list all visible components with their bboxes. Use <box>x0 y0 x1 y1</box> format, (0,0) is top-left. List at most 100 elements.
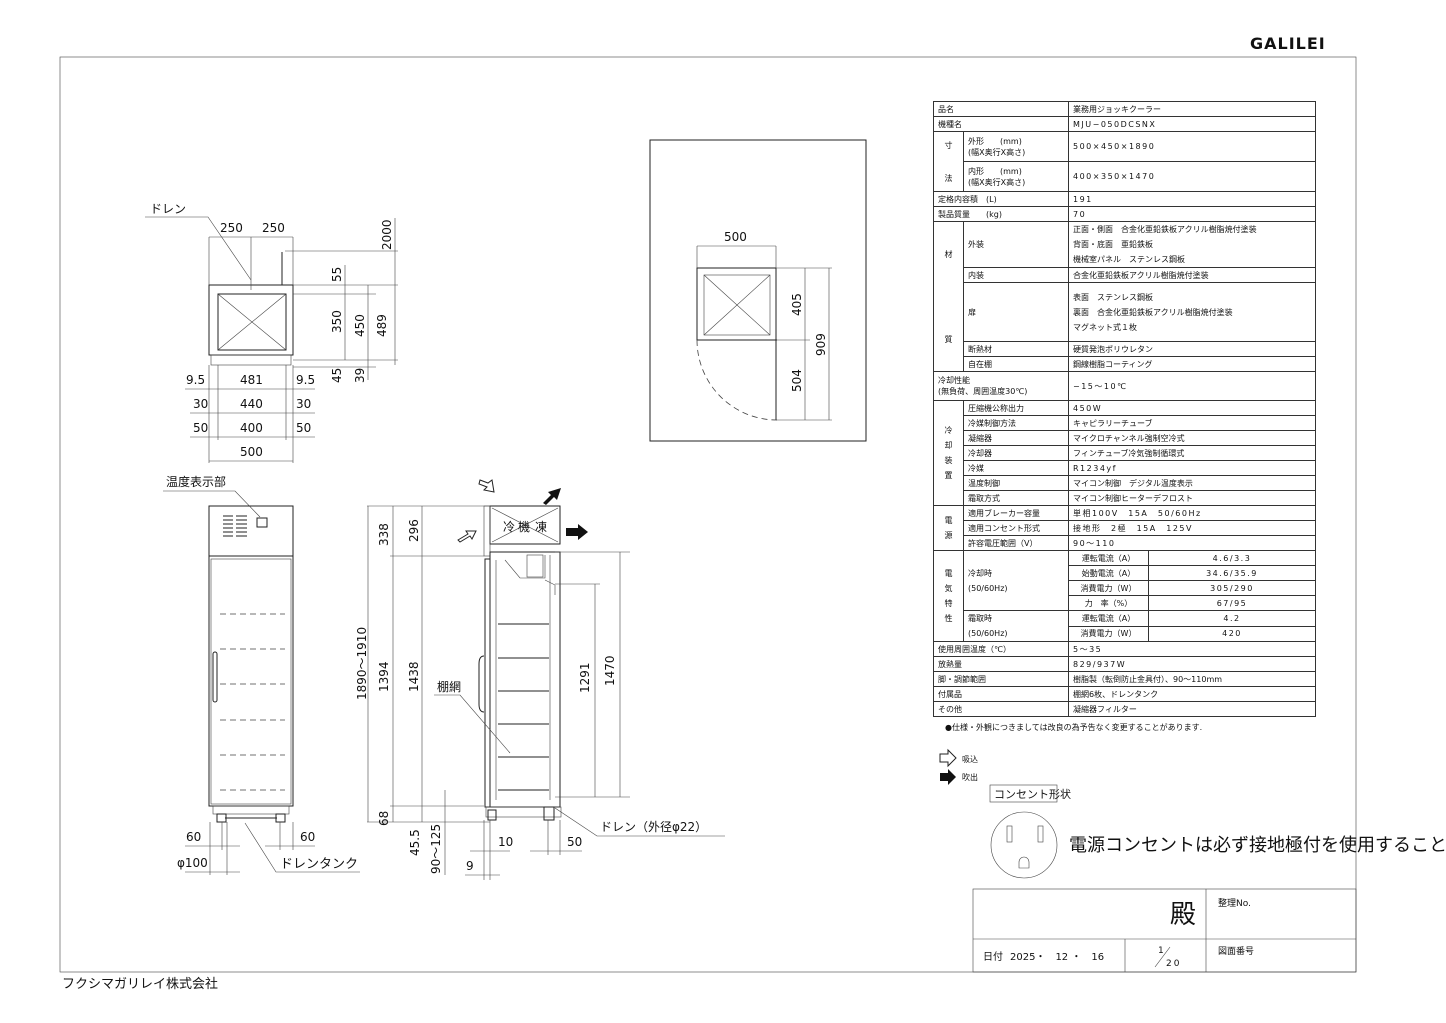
ref-no-label: 整理No. <box>1218 897 1251 909</box>
spec-label: 消費電力（W） <box>1068 580 1149 596</box>
table-row: 始動電流（A）34.6/35.9 <box>934 565 1316 581</box>
group-label: 電気特性 <box>933 550 964 642</box>
table-row: 扉 表面 ステンレス鋼板裏面 合金化亜鉛鉄板アクリル樹脂焼付塗装マグネット式１枚 <box>934 282 1316 342</box>
outlet-warning-text: 電源コンセントは必ず接地極付を使用すること <box>1069 835 1446 856</box>
table-row: 消費電力（W）305/290 <box>934 580 1316 596</box>
table-row: 定格内容積 (L)191 <box>933 191 1316 207</box>
dim-label: 296 <box>407 519 421 542</box>
spec-value: マイクロチャンネル強制空冷式 <box>1068 430 1316 446</box>
spec-label: 運転電流（A） <box>1068 550 1149 566</box>
spec-label: 温度制御 <box>963 475 1069 491</box>
spec-value: 接地形 2極 15A 125V <box>1068 520 1316 536</box>
spec-label: 冷却性能(無負荷、周囲温度30℃) <box>933 371 1069 401</box>
spec-value: 棚網6枚、ドレンタンク <box>1068 686 1316 702</box>
machine-room-label: 冷 <box>503 520 515 534</box>
spec-value: 191 <box>1068 191 1316 207</box>
spec-value: 凝縮器フィルター <box>1068 701 1316 717</box>
company-name: フクシマガリレイ株式会社 <box>62 976 218 992</box>
exhaust-legend-label: 吹出 <box>962 772 978 782</box>
spec-value: 樹脂製（転倒防止金具付）、90〜110mm <box>1068 671 1316 687</box>
spec-value: 400×350×1470 <box>1068 161 1316 192</box>
dim-label: 250 <box>220 221 243 235</box>
outlet-shape-title: コンセント形状 <box>994 787 1071 801</box>
table-row: 温度制御マイコン制御 デジタル温度表示 <box>934 475 1316 491</box>
dim-label: 1470 <box>603 655 617 686</box>
spec-value: R1234yf <box>1068 460 1316 476</box>
spec-value: 4.2 <box>1148 610 1316 627</box>
table-row: 凝縮器マイクロチャンネル強制空冷式 <box>934 430 1316 446</box>
spec-value: フィンチューブ冷気強制循環式 <box>1068 445 1316 461</box>
drawing-number-label: 図面番号 <box>1218 945 1254 957</box>
front-view: 温度表示部 60 60 φ100 ドレンタンク <box>163 474 360 875</box>
table-row: 霜取時(50/60Hz) 運転電流（A）4.2 <box>934 610 1316 642</box>
spec-value: 正面・側面 合金化亜鉛鉄板アクリル樹脂焼付塗装背面・底面 亜鉛鉄板機械室パネル … <box>1068 221 1316 268</box>
exhaust-arrow-icon <box>543 488 561 505</box>
table-row: 適用コンセント形式接地形 2極 15A 125V <box>934 520 1316 536</box>
page-frame <box>59 56 1357 973</box>
spec-label: 適用ブレーカー容量 <box>963 505 1069 521</box>
spec-value: 450W <box>1068 400 1316 416</box>
drain-label: ドレン <box>150 202 186 216</box>
machine-room-label: 機 <box>518 519 530 534</box>
spec-label: 力 率（%） <box>1068 595 1149 611</box>
spec-label: 冷媒 <box>963 460 1069 476</box>
table-row: 寸法 外形 (mm)(幅X奥行X高さ) 500×450×1890 <box>933 131 1316 192</box>
table-row: 許容電圧範囲（V）90〜110 <box>934 535 1316 551</box>
spec-label: 外装 <box>963 221 1069 268</box>
dim-label: 9.5 <box>296 373 315 387</box>
spec-label: 自在棚 <box>963 356 1069 372</box>
table-row: 冷却器フィンチューブ冷気強制循環式 <box>934 445 1316 461</box>
table-row: 品名業務用ジョッキクーラー <box>933 101 1316 117</box>
spec-label: 始動電流（A） <box>1068 565 1149 581</box>
page-number: 1 <box>1158 946 1164 956</box>
table-row: 断熱材硬質発泡ポリウレタン <box>934 341 1316 357</box>
spec-value: 420 <box>1148 625 1316 642</box>
table-row: 材質 外装 正面・側面 合金化亜鉛鉄板アクリル樹脂焼付塗装背面・底面 亜鉛鉄板機… <box>933 221 1316 372</box>
spec-value: 500×450×1890 <box>1068 131 1316 162</box>
table-row: 霜取方式マイコン制御ヒーターデフロスト <box>934 490 1316 506</box>
table-row: 力 率（%）67/95 <box>934 595 1316 611</box>
spec-label: 製品質量 (kg) <box>933 206 1069 222</box>
table-row: 付属品棚網6枚、ドレンタンク <box>933 686 1316 702</box>
spec-label: 霜取時(50/60Hz) <box>963 610 1069 642</box>
dim-label: 30 <box>193 397 208 411</box>
side-view: 冷 機 凍 338 296 1890〜1910 1394 1438 1291 1… <box>355 479 725 880</box>
spec-value: 単相100V 15A 50/60Hz <box>1068 505 1316 521</box>
spec-value: 70 <box>1068 206 1316 222</box>
table-row: 使用周囲温度（℃）5〜35 <box>933 641 1316 657</box>
spec-value: −15〜10℃ <box>1068 371 1316 401</box>
spec-value: 硬質発泡ポリウレタン <box>1068 341 1316 357</box>
intake-arrow-icon <box>478 479 495 493</box>
dim-label: 60 <box>300 830 315 844</box>
spec-label: 内装 <box>963 267 1069 283</box>
spec-value: マイコン制御ヒーターデフロスト <box>1068 490 1316 506</box>
spec-label: 品名 <box>933 101 1069 117</box>
spec-value: 5〜35 <box>1068 641 1316 657</box>
dim-label: 1394 <box>377 661 391 692</box>
door-swing-view: 500 405 909 504 <box>649 139 867 442</box>
spec-label: 消費電力（W） <box>1068 625 1149 642</box>
shelf-label: 棚網 <box>437 679 461 694</box>
dim-label: 1890〜1910 <box>355 627 369 700</box>
spec-label: 扉 <box>963 282 1069 342</box>
dim-label: 400 <box>240 421 263 435</box>
title-block: 殿 整理No. 日付 2025・ 12 ・ 16 1 20 図面番号 <box>972 888 1357 973</box>
dim-label: 50 <box>296 421 311 435</box>
spec-label: その他 <box>933 701 1069 717</box>
spec-value: 67/95 <box>1148 595 1316 611</box>
group-label: 電源 <box>933 505 964 551</box>
spec-value: MJU−050DCSNX <box>1068 116 1316 132</box>
dim-label: 1438 <box>407 661 421 692</box>
plan-view: ドレン 250 250 2000 55 350 450 489 45 39 9.… <box>145 202 398 463</box>
dim-label: 10 <box>498 835 513 849</box>
dim-label: 440 <box>240 397 263 411</box>
spec-label: 運転電流（A） <box>1068 610 1149 627</box>
dim-label: 30 <box>296 397 311 411</box>
spec-label: 定格内容積 (L) <box>933 191 1069 207</box>
dim-label: 60 <box>186 830 201 844</box>
spec-value: 表面 ステンレス鋼板裏面 合金化亜鉛鉄板アクリル樹脂焼付塗装マグネット式１枚 <box>1068 282 1316 342</box>
